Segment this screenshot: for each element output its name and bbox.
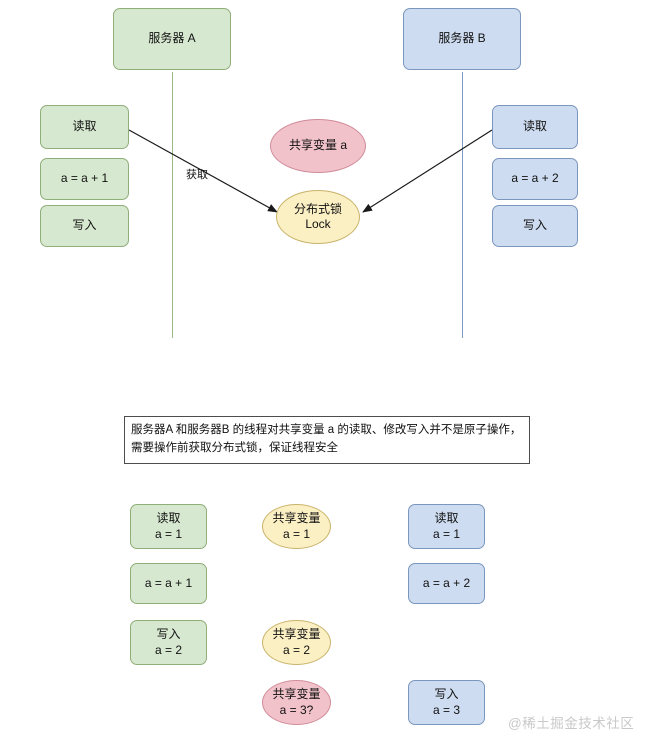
timeline-b-modify[interactable]: a = a + 2 — [408, 563, 485, 604]
timeline-b-write[interactable]: 写入 a = 3 — [408, 680, 485, 725]
timeline-a-read[interactable]: 读取 a = 1 — [130, 504, 207, 549]
timeline-shared-state-2-line1: 共享变量 — [272, 627, 321, 642]
node-b-step-read[interactable]: 读取 — [492, 105, 578, 149]
timeline-b-write-line1: 写入 — [434, 687, 459, 702]
node-a-step-write-label: 写入 — [72, 218, 97, 233]
timeline-b-modify-line1: a = a + 2 — [422, 575, 471, 590]
node-a-step-write[interactable]: 写入 — [40, 205, 129, 247]
note-text: 服务器A 和服务器B 的线程对共享变量 a 的读取、修改写入并不是原子操作，需要… — [131, 424, 522, 454]
timeline-a-write[interactable]: 写入 a = 2 — [130, 620, 207, 665]
node-server-b-label: 服务器 B — [438, 31, 486, 46]
node-server-a-label: 服务器 A — [148, 31, 196, 46]
timeline-a-read-line2: a = 1 — [154, 526, 183, 541]
node-distributed-lock[interactable]: 分布式锁 Lock — [276, 190, 360, 244]
arrow-b-acquire-lock — [362, 129, 493, 213]
node-b-step-modify-label: a = a + 2 — [511, 171, 559, 186]
node-distributed-lock-line2: Lock — [305, 217, 331, 231]
timeline-a-modify[interactable]: a = a + 1 — [130, 563, 207, 604]
lifeline-server-a — [172, 72, 173, 338]
node-b-step-read-label: 读取 — [522, 119, 547, 134]
timeline-shared-state-conflict[interactable]: 共享变量 a = 3? — [262, 680, 331, 725]
timeline-shared-state-2-line2: a = 2 — [282, 642, 311, 657]
timeline-shared-state-1[interactable]: 共享变量 a = 1 — [262, 504, 331, 549]
node-a-step-modify-label: a = a + 1 — [60, 171, 109, 186]
timeline-a-modify-line1: a = a + 1 — [144, 575, 193, 590]
node-a-step-read-label: 读取 — [72, 119, 97, 134]
node-b-step-modify[interactable]: a = a + 2 — [492, 158, 578, 200]
timeline-shared-state-conflict-line1: 共享变量 — [272, 687, 321, 702]
timeline-b-read-line1: 读取 — [434, 511, 459, 526]
watermark: @稀土掘金技术社区 — [508, 716, 635, 731]
timeline-shared-state-conflict-line2: a = 3? — [279, 702, 314, 717]
timeline-b-read-line2: a = 1 — [432, 526, 461, 541]
node-a-step-modify[interactable]: a = a + 1 — [40, 158, 129, 200]
timeline-b-read[interactable]: 读取 a = 1 — [408, 504, 485, 549]
node-server-a[interactable]: 服务器 A — [113, 8, 231, 70]
lifeline-server-b — [462, 72, 463, 338]
edge-label-acquire: 获取 — [186, 169, 208, 181]
timeline-shared-state-1-line1: 共享变量 — [272, 511, 321, 526]
node-server-b[interactable]: 服务器 B — [403, 8, 521, 70]
timeline-b-write-line2: a = 3 — [432, 702, 461, 717]
note-box: 服务器A 和服务器B 的线程对共享变量 a 的读取、修改写入并不是原子操作，需要… — [124, 416, 530, 464]
timeline-a-read-line1: 读取 — [156, 511, 181, 526]
timeline-a-write-line1: 写入 — [156, 627, 181, 642]
timeline-shared-state-1-line2: a = 1 — [282, 526, 311, 541]
node-distributed-lock-line1: 分布式锁 — [293, 201, 342, 216]
timeline-shared-state-2[interactable]: 共享变量 a = 2 — [262, 620, 331, 665]
node-a-step-read[interactable]: 读取 — [40, 105, 129, 149]
node-shared-variable[interactable]: 共享变量 a — [270, 119, 366, 173]
node-b-step-write-label: 写入 — [522, 218, 547, 233]
timeline-a-write-line2: a = 2 — [154, 642, 183, 657]
node-shared-variable-label: 共享变量 a — [288, 138, 347, 153]
node-b-step-write[interactable]: 写入 — [492, 205, 578, 247]
